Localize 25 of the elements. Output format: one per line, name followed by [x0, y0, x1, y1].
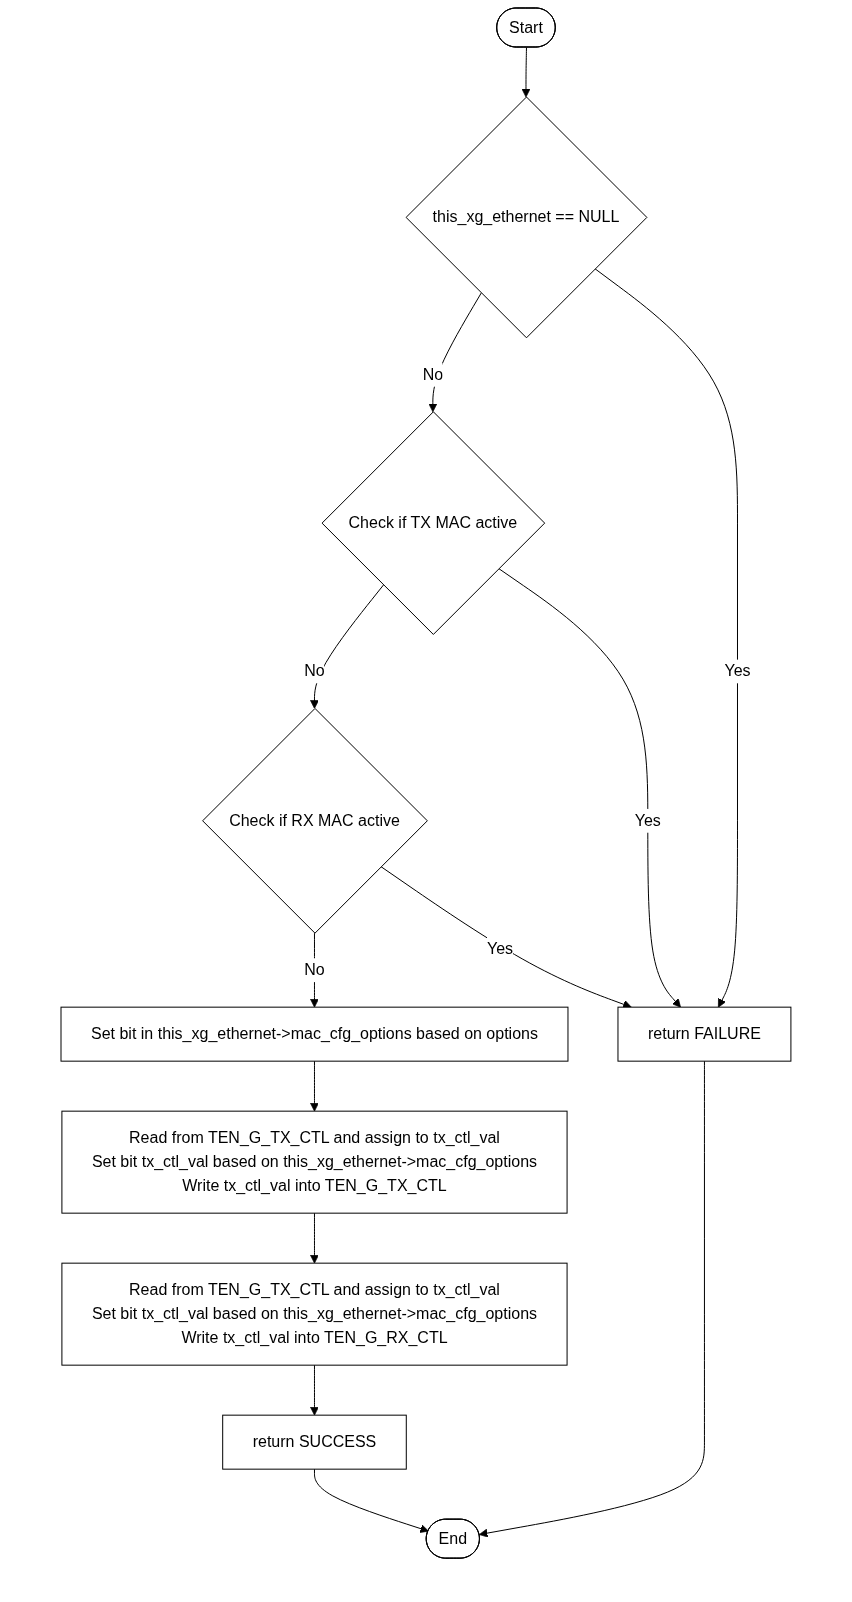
node-diamond: Check if TX MAC active	[321, 411, 546, 635]
node-box: Read from TEN_G_TX_CTL and assign to tx_ctl_val Set bit tx_ctl_val based on this_xg_ethernet->mac_cfg_options Write tx_ctl_val into TEN_G_RX_CTL	[61, 1262, 568, 1366]
node-box: Read from TEN_G_TX_CTL and assign to tx_ctl_val Set bit tx_ctl_val based on this_xg_ethernet->mac_cfg_options Write tx_ctl_val into TEN_G_TX_CTL	[61, 1110, 568, 1214]
node-diamond: Check if RX MAC active	[202, 707, 428, 934]
node-box: return FAILURE	[617, 1006, 792, 1062]
arrow	[310, 1212, 319, 1264]
arrow	[594, 268, 739, 1008]
node-diamond: this_xg_ethernet == NULL	[405, 96, 648, 339]
arrow	[310, 1060, 319, 1112]
arrow	[380, 866, 632, 1009]
edge-label: No	[304, 961, 325, 979]
arrow	[310, 1364, 319, 1416]
arrow	[310, 584, 384, 709]
arrow	[479, 1060, 705, 1538]
node-box: return SUCCESS	[222, 1414, 407, 1470]
edge-label: No	[422, 365, 444, 383]
arrow	[428, 292, 482, 413]
arrow	[521, 47, 531, 98]
edge-label: Yes	[724, 662, 751, 680]
arrow	[314, 1468, 429, 1533]
arrow	[498, 568, 681, 1008]
edge-label: Yes	[634, 811, 661, 829]
node-box: Set bit in this_xg_ethernet->mac_cfg_options based on options	[60, 1006, 569, 1062]
edge-label: No	[304, 662, 325, 680]
edge-label: Yes	[487, 939, 514, 957]
